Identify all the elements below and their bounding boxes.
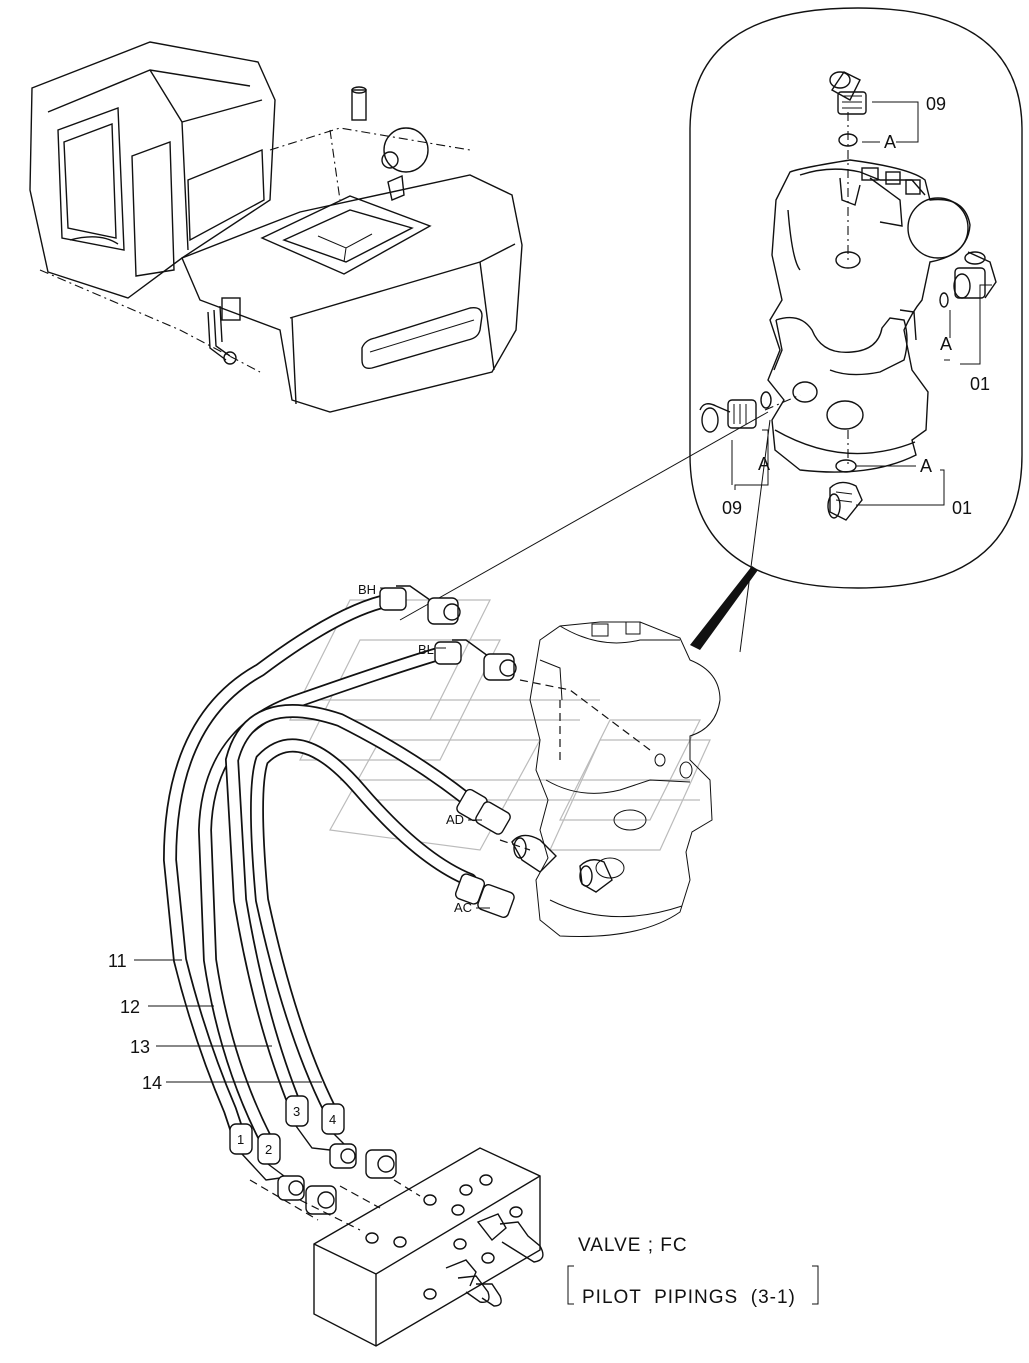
callout-01-right: 01 <box>970 374 990 394</box>
pilot-hoses <box>162 593 487 1147</box>
port-label-ac: AC <box>454 900 472 915</box>
callout-13: 13 <box>130 1037 150 1057</box>
detail-connector <box>399 411 771 653</box>
hose-callout-leaders <box>134 959 322 1083</box>
caption-title: VALVE ; FC <box>578 1235 688 1256</box>
callout-a-right: A <box>940 334 952 354</box>
hose-fittings-motor <box>379 585 613 918</box>
svg-text:1: 1 <box>237 1132 244 1147</box>
callout-12: 12 <box>120 997 140 1017</box>
elbow-fitting-01-bottom <box>827 481 863 521</box>
excavator-upper-structure <box>29 41 523 413</box>
swing-motor-body <box>499 621 721 937</box>
callout-11: 11 <box>108 951 127 971</box>
o-ring-left <box>760 391 772 409</box>
hose-tag-2: 2 <box>257 1133 281 1165</box>
swing-motor-valve-detail <box>699 71 997 521</box>
elbow-fitting-01-right <box>953 251 997 299</box>
o-ring-bottom <box>835 459 857 473</box>
hose-tag-4: 4 <box>321 1103 345 1135</box>
hose-fittings-valve <box>241 1125 397 1215</box>
svg-text:2: 2 <box>265 1142 272 1157</box>
hose-tag-3: 3 <box>285 1095 309 1127</box>
hose-tag-1: 1 <box>229 1123 253 1155</box>
caption-box <box>567 1265 819 1305</box>
callout-09-bottom: 09 <box>722 498 742 518</box>
elbow-fitting-09-top <box>829 71 867 115</box>
svg-text:3: 3 <box>293 1104 300 1119</box>
svg-text:4: 4 <box>329 1112 336 1127</box>
callout-14: 14 <box>142 1073 162 1093</box>
elbow-fitting-09-left <box>699 399 757 433</box>
fc-valve-block <box>249 1147 544 1347</box>
port-label-bh: BH <box>358 582 376 597</box>
callout-01-bottom: 01 <box>952 498 972 518</box>
o-ring-right <box>939 292 949 308</box>
o-ring-top <box>838 133 858 147</box>
caption-subtitle: PILOT PIPINGS (3-1) <box>582 1287 796 1308</box>
callout-09-top: 09 <box>926 94 946 114</box>
port-label-ad: AD <box>446 812 464 827</box>
port-label-bl: BL <box>418 642 434 657</box>
detail-view-frame <box>689 7 1023 589</box>
callout-a-bottom: A <box>920 456 932 476</box>
callout-a-top: A <box>884 132 896 152</box>
